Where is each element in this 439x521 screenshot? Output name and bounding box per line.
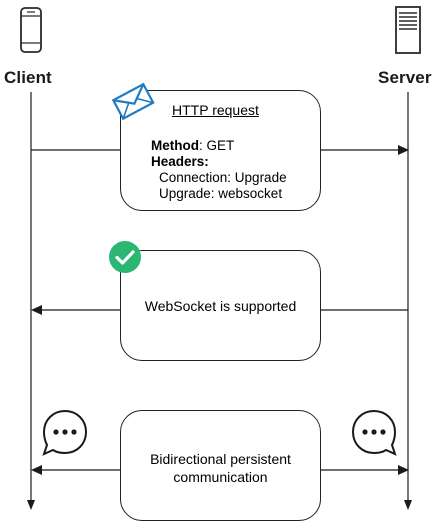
server-icon [395,6,421,54]
client-label: Client [4,68,52,87]
header-connection: Connection: Upgrade [159,170,287,185]
method-key: Method [151,138,199,153]
http-request-title: HTTP request [172,102,259,118]
method-value: : GET [199,138,235,153]
websocket-supported-box [120,250,321,361]
mobile-phone-icon [20,7,42,53]
websocket-supported-text: WebSocket is supported [144,298,297,314]
check-circle-icon [109,241,141,273]
bidirectional-text-line-1: Bidirectional persistent [150,451,291,467]
headers-key-text: Headers: [151,154,209,169]
envelope-icon [111,82,155,120]
bidirectional-box [120,410,321,521]
websocket-supported-arrow [31,305,408,315]
server-label: Server [378,68,432,87]
bidirectional-text-line-2: communication [173,469,268,485]
header-upgrade: Upgrade: websocket [159,186,283,201]
client-lifeline [27,92,35,510]
server-lifeline [404,92,412,510]
chat-bubble-icon [42,409,88,456]
bidirectional-arrow [31,465,409,475]
method-line: Method: GET [151,138,234,154]
headers-key: Headers: [151,154,209,170]
http-request-box [120,90,321,211]
chat-bubble-icon [351,409,397,456]
bidirectional-text: Bidirectional persistent communication [120,450,321,486]
http-request-arrow [31,145,409,155]
